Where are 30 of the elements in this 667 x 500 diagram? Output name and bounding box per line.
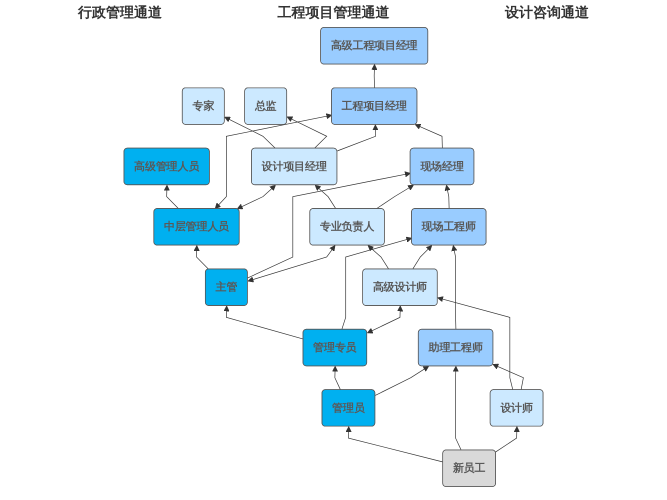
arrow xyxy=(224,306,304,340)
arrow xyxy=(412,245,432,270)
arrow xyxy=(492,364,524,390)
arrow xyxy=(194,245,209,270)
arrow xyxy=(437,296,514,390)
arrow xyxy=(444,184,450,210)
arrow xyxy=(414,124,443,149)
arrow xyxy=(368,245,390,270)
arrow xyxy=(374,366,430,396)
column-heading: 设计咨询通道 xyxy=(505,4,590,22)
arrow xyxy=(214,113,332,209)
arrow xyxy=(452,366,462,451)
arrow xyxy=(332,366,341,390)
arrow xyxy=(314,184,336,210)
arrow xyxy=(224,116,276,149)
arrow xyxy=(495,426,520,452)
column-heading: 行政管理通道 xyxy=(78,4,162,22)
arrow xyxy=(367,306,404,334)
arrow xyxy=(164,184,180,210)
column-heading: 工程项目管理通道 xyxy=(277,4,390,22)
arrow xyxy=(371,64,378,88)
arrow xyxy=(336,124,378,152)
arrow xyxy=(341,236,412,330)
arrow xyxy=(346,426,444,462)
arrow xyxy=(286,116,328,149)
arrow xyxy=(451,245,458,330)
arrow xyxy=(236,184,276,210)
arrow xyxy=(248,245,336,282)
arrow xyxy=(376,184,414,210)
arrow xyxy=(247,171,411,278)
